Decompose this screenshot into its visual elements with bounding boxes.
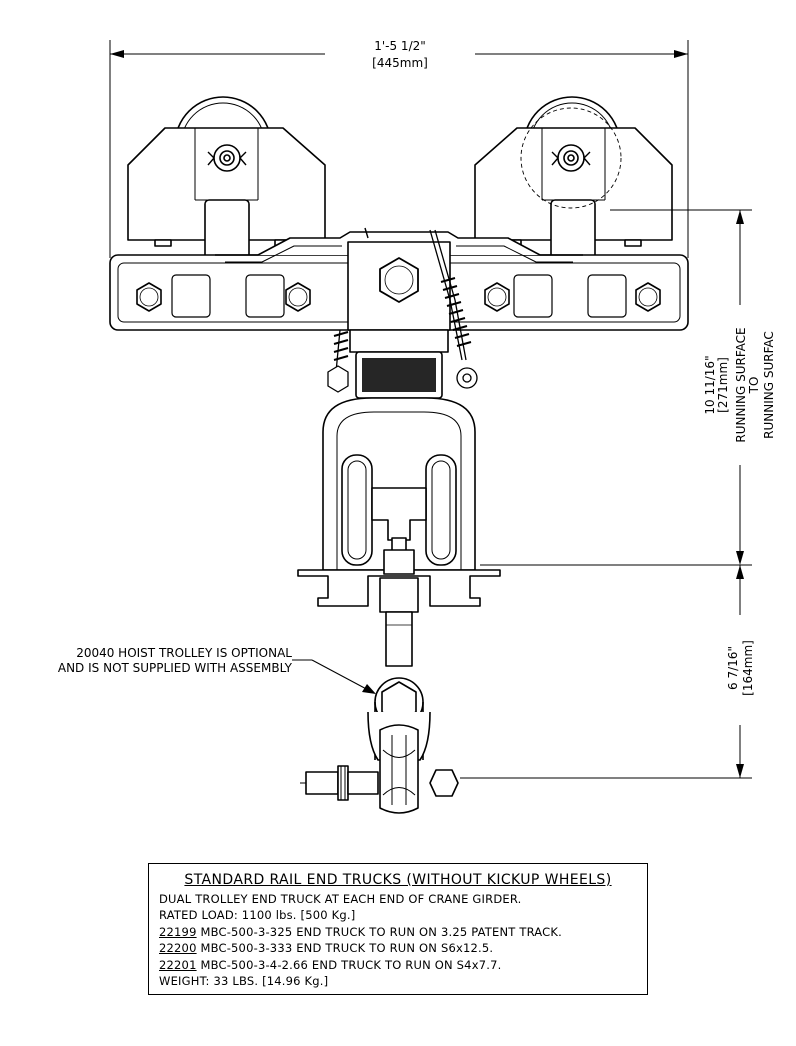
hoist-callout-leader	[292, 659, 376, 694]
overall-width-metric-text: [445mm]	[372, 56, 428, 70]
height-lower-metric-text: [164mm]	[741, 640, 755, 696]
height-upper-metric-text: [271mm]	[716, 357, 730, 413]
spec-part-row: 22200 MBC-500-3-333 END TRUCK TO RUN ON …	[159, 940, 637, 957]
overall-width-text: 1'-5 1/2"	[374, 39, 426, 53]
height-upper-ref-2: TO	[747, 377, 761, 395]
part-number: 22200	[159, 941, 197, 955]
hoist-trolley	[300, 537, 459, 814]
height-lower-text: 6 7/16"	[726, 646, 740, 690]
height-dimensions	[460, 209, 792, 779]
spec-weight: WEIGHT: 33 LBS. [14.96 Kg.]	[159, 974, 329, 988]
spec-description: DUAL TROLLEY END TRUCK AT EACH END OF CR…	[159, 891, 522, 906]
height-upper-text: 10 11/16"	[703, 355, 717, 414]
spec-table: STANDARD RAIL END TRUCKS (WITHOUT KICKUP…	[148, 863, 648, 995]
spec-rated-load: RATED LOAD: 1100 lbs. [500 Kg.]	[159, 908, 356, 922]
height-upper-ref-3: RUNNING SURFAC	[762, 331, 776, 439]
spec-part-row: 22199 MBC-500-3-325 END TRUCK TO RUN ON …	[159, 924, 637, 941]
callout-line-2: AND IS NOT SUPPLIED WITH ASSEMBLY	[58, 661, 293, 675]
spec-part-row: 22201 MBC-500-3-4-2.66 END TRUCK TO RUN …	[159, 957, 637, 974]
callout-line-1: 20040 HOIST TROLLEY IS OPTIONAL	[76, 646, 292, 660]
part-number: 22201	[159, 957, 197, 972]
part-description: MBC-500-3-4-2.66 END TRUCK TO RUN ON S4x…	[196, 957, 502, 972]
part-description: MBC-500-3-333 END TRUCK TO RUN ON S6x12.…	[196, 941, 494, 955]
overall-width-dimension: 1'-5 1/2" [445mm]	[109, 38, 689, 258]
height-upper-ref-1: RUNNING SURFACE	[734, 327, 748, 442]
spec-title: STANDARD RAIL END TRUCKS (WITHOUT KICKUP…	[184, 872, 612, 888]
part-number: 22199	[159, 924, 197, 939]
hanger-frame	[297, 329, 501, 607]
part-description: MBC-500-3-325 END TRUCK TO RUN ON 3.25 P…	[196, 924, 563, 939]
end-truck-beam	[109, 227, 689, 331]
safety-cables	[327, 229, 478, 393]
